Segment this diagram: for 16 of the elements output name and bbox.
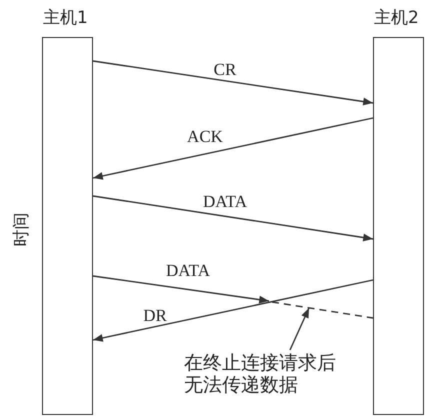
edge-label: ACK bbox=[187, 127, 223, 147]
edge-label: CR bbox=[214, 60, 236, 80]
axis-label: 时间 bbox=[10, 212, 32, 246]
arrow bbox=[92, 117, 374, 180]
arrow bbox=[92, 279, 374, 342]
host-label: 主机2 bbox=[374, 7, 419, 29]
leader-line bbox=[289, 308, 310, 350]
edge-label: DR bbox=[143, 306, 167, 326]
arrow bbox=[92, 275, 270, 304]
arrow bbox=[92, 195, 374, 242]
edge-label: DATA bbox=[203, 192, 247, 212]
arrow bbox=[92, 60, 374, 106]
note-text: 在终止连接请求后无法传递数据 bbox=[184, 352, 336, 398]
edge-label: DATA bbox=[166, 261, 210, 281]
dashed-line bbox=[272, 301, 374, 319]
host-label: 主机1 bbox=[43, 7, 88, 29]
